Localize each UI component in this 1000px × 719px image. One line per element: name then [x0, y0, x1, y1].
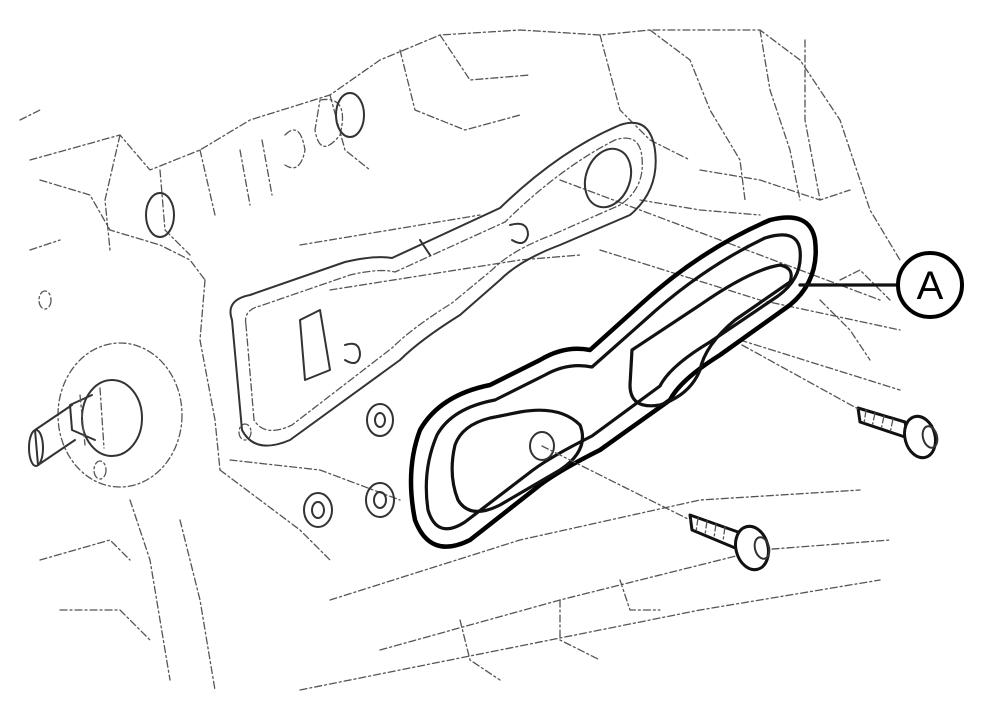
callout-a: A [798, 251, 964, 319]
screw-upper [856, 406, 939, 460]
screw-centerline-lower [541, 445, 691, 521]
callout-a-circle [896, 251, 964, 319]
engine-block [19, 29, 901, 691]
callout-a-label: A [917, 264, 944, 308]
screw-centerline-upper [741, 344, 861, 411]
shaft-pulley [28, 342, 183, 488]
mounting-plate [229, 121, 657, 447]
gasket-a [408, 215, 818, 549]
screw-lower [688, 513, 771, 572]
